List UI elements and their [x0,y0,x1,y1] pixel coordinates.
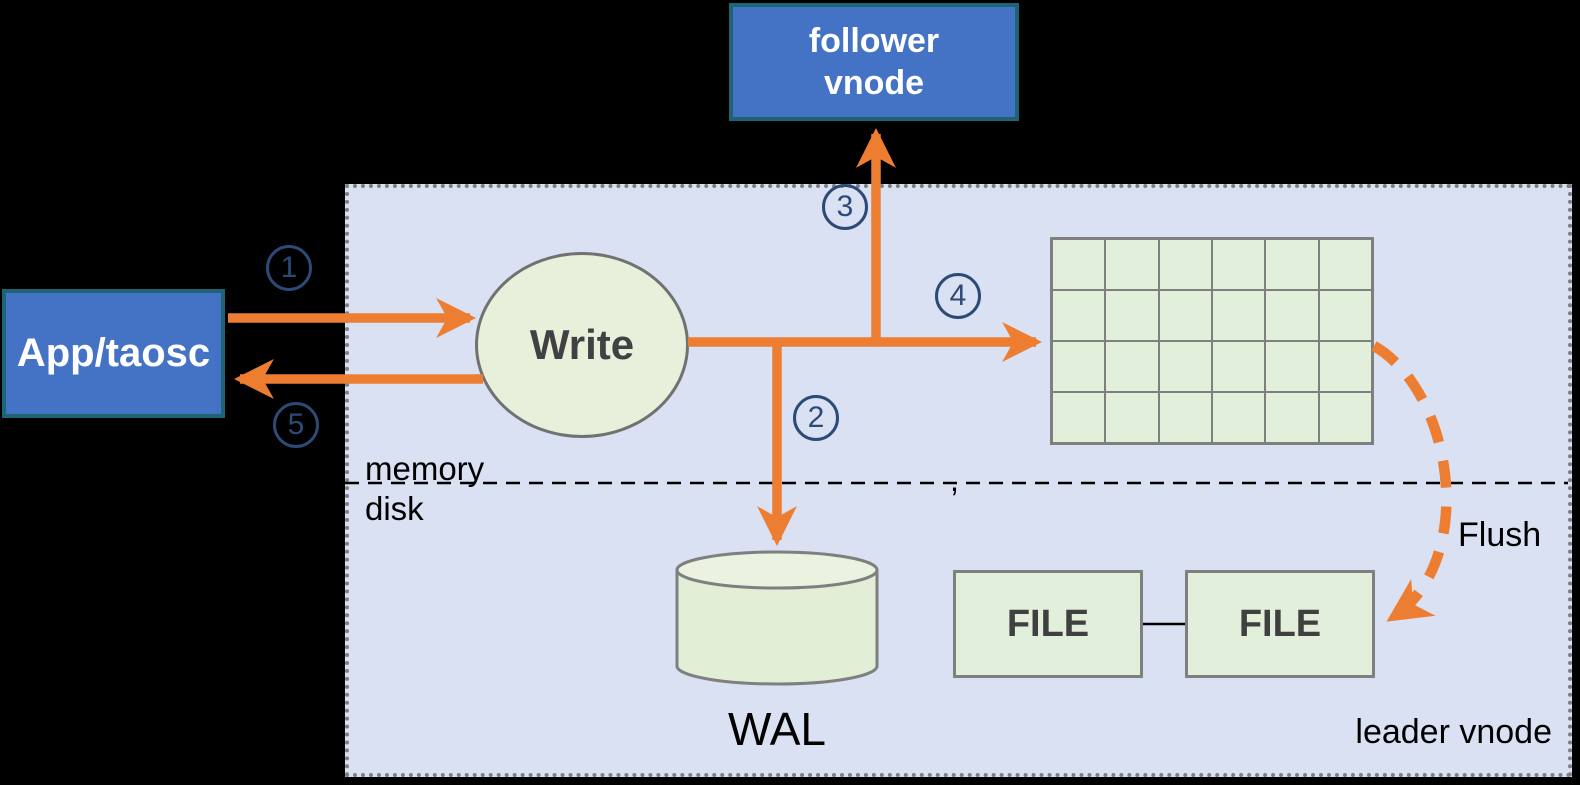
memtable-cell [1318,341,1372,392]
step-1-badge: 1 [266,245,312,291]
app-taosc-label: App/taosc [16,331,211,375]
memtable-cell [1052,392,1106,443]
app-taosc-node: App/taosc [2,289,225,418]
memtable-cell [1052,290,1106,341]
memtable-cell [1158,341,1212,392]
leader-vnode-label: leader vnode [1355,713,1552,751]
file-2-label: FILE [1238,602,1322,645]
write-process-node: Write [475,252,689,438]
memtable-cell [1265,290,1319,341]
memtable-cell [1105,392,1159,443]
step-3-badge: 3 [822,184,868,230]
memtable-cell [1318,392,1372,443]
step-5-badge: 5 [273,402,319,448]
memtable-grid [1050,237,1374,445]
memtable-cell [1211,290,1266,341]
memtable-cell [1052,341,1106,392]
memory-label: memory [365,450,485,487]
memtable-cell [1211,392,1266,443]
follower-vnode-node: follower vnode [729,3,1019,121]
memtable-cell [1265,341,1319,392]
file-node-1: FILE [953,570,1143,678]
memtable-cell [1158,392,1212,443]
write-label: Write [529,321,635,368]
memtable-cell [1052,239,1106,290]
step-2-badge: 2 [793,395,839,441]
memtable-cell [1318,290,1372,341]
step-4-badge: 4 [935,273,981,319]
disk-label: disk [365,490,424,527]
memtable-cell [1318,239,1372,290]
memtable-cell [1105,239,1159,290]
memtable-cell [1211,239,1266,290]
memtable-cell [1265,392,1319,443]
flush-label: Flush [1458,516,1542,554]
memtable-cell [1158,239,1212,290]
memtable-cell [1158,290,1212,341]
follower-vnode-label: follower vnode [808,21,940,103]
memtable-cell [1211,341,1266,392]
memtable-cell [1265,239,1319,290]
wal-label: WAL [728,703,826,755]
divider-stray-mark: , [950,462,959,498]
file-node-2: FILE [1185,570,1375,678]
memtable-cell [1105,290,1159,341]
file-1-label: FILE [1006,602,1090,645]
memtable-cell [1105,341,1159,392]
